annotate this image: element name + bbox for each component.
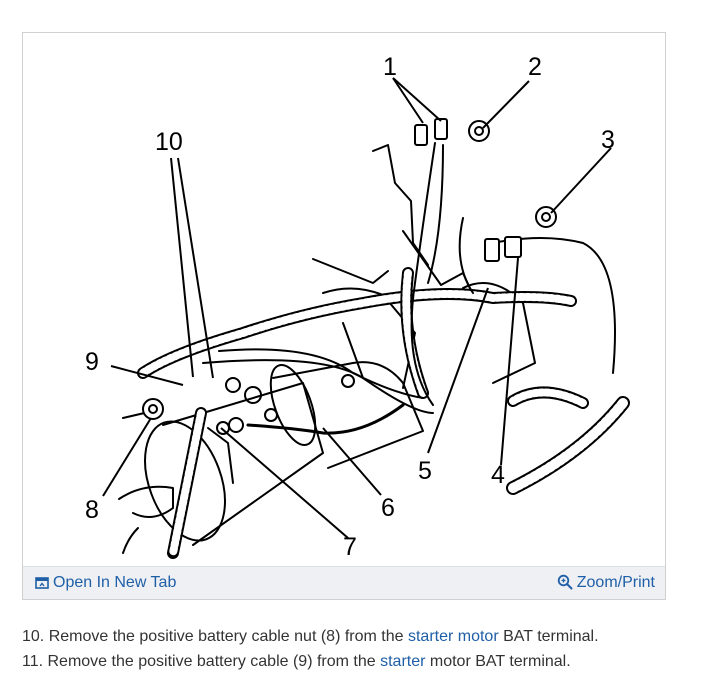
callout-6: 6: [381, 494, 395, 522]
callout-10: 10: [155, 128, 183, 156]
callout-2: 2: [528, 53, 542, 81]
open-in-new-tab-label: Open In New Tab: [53, 574, 177, 591]
cable-terminal: [484, 238, 500, 262]
callout-9: 9: [85, 348, 99, 376]
wiring-harness: [137, 267, 630, 559]
zoom-print-button[interactable]: Zoom/Print: [557, 573, 655, 593]
leader-lines: [102, 77, 612, 539]
step-text: 10. Remove the positive battery cable nu…: [22, 628, 408, 645]
callout-1: 1: [383, 53, 397, 81]
callout-8: 8: [85, 496, 99, 524]
cable-terminal-9: [225, 377, 241, 393]
engine-bracket-outline: [372, 144, 429, 266]
zoom-print-label: Zoom/Print: [576, 574, 655, 591]
open-in-new-tab-button[interactable]: Open In New Tab: [35, 573, 176, 593]
figure-toolbar: Open In New Tab Zoom/Print: [23, 566, 665, 599]
figure-card: 1 2 3 4 5 6 7 8 9 10 Open In New Tab Zo: [22, 32, 666, 600]
step-text: 11. Remove the positive battery cable (9…: [22, 653, 381, 670]
bat-terminal-stud: [216, 421, 230, 435]
callout-5: 5: [418, 457, 432, 485]
step-text: BAT terminal.: [498, 628, 599, 645]
battery-cables: [122, 142, 616, 435]
callout-3: 3: [601, 126, 615, 154]
instruction-steps: 10. Remove the positive battery cable nu…: [22, 624, 692, 674]
starter-wiring-diagram[interactable]: 1 2 3 4 5 6 7 8 9 10: [23, 33, 665, 567]
starter-motor-link[interactable]: starter motor: [407, 628, 499, 645]
cable-terminal: [414, 124, 428, 146]
cable-terminal: [434, 118, 448, 140]
step-11: 11. Remove the positive battery cable (9…: [22, 649, 692, 674]
step-10: 10. Remove the positive battery cable nu…: [22, 624, 692, 649]
diagram-svg: 1 2 3 4 5 6 7 8 9 10: [85, 53, 630, 561]
step-text: motor BAT terminal.: [425, 653, 571, 670]
hand-outline: [122, 527, 139, 554]
cable-terminal: [504, 236, 522, 258]
open-in-new-tab-icon: [35, 577, 49, 589]
magnifier-icon: [557, 574, 573, 590]
engine-edge-line: [312, 258, 389, 284]
hand-outline: [118, 485, 174, 518]
callout-7: 7: [343, 533, 357, 561]
callout-4: 4: [491, 461, 505, 489]
starter-link[interactable]: starter: [380, 653, 426, 670]
